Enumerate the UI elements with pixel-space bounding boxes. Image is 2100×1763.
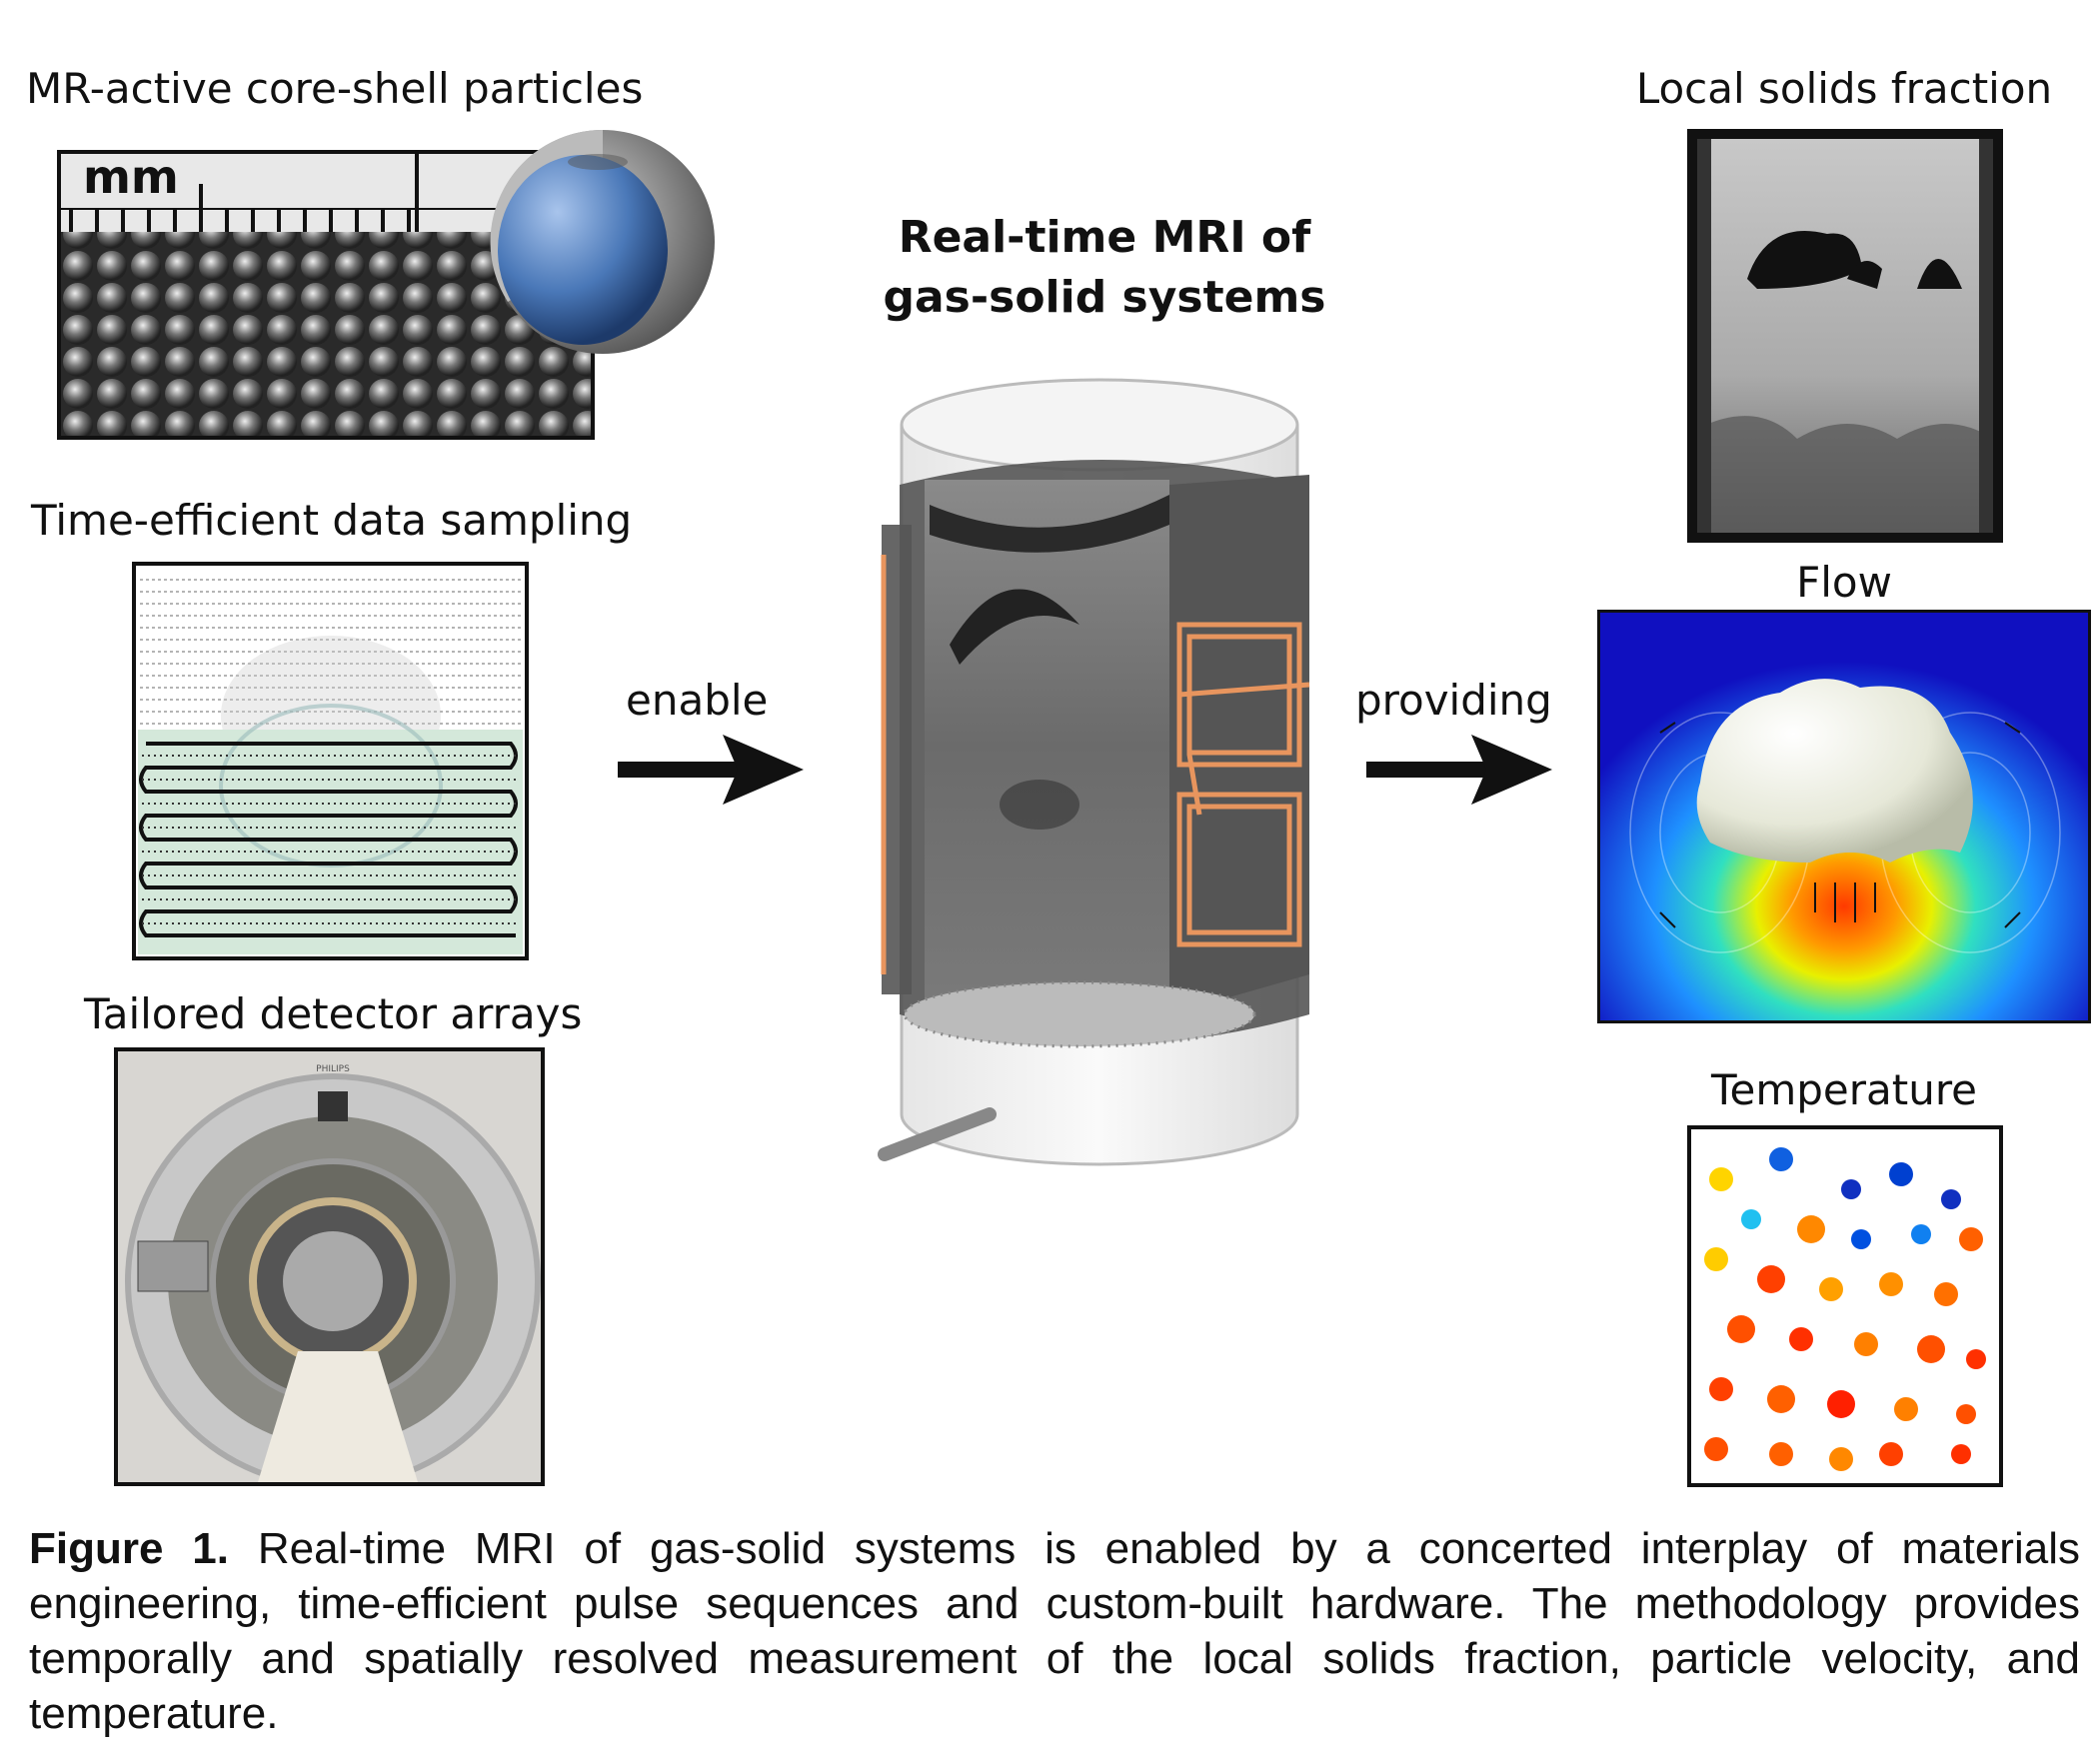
detector-label: Tailored detector arrays: [84, 989, 583, 1038]
fluidized-bed-cylinder: [870, 375, 1329, 1174]
solids-fraction-image: [1687, 129, 2003, 543]
enable-label: enable: [626, 676, 769, 725]
flow-field-image: [1597, 610, 2091, 1023]
providing-arrow-icon: [1366, 735, 1552, 805]
ruler-ticks: [61, 154, 591, 232]
center-title-line1: Real-time MRI of: [898, 212, 1311, 263]
enable-arrow-icon: [618, 735, 804, 805]
core-shell-sphere-icon: [478, 122, 718, 362]
sampling-trajectory-image: [132, 562, 529, 960]
temperature-label: Temperature: [1710, 1065, 1978, 1114]
particles-label: MR-active core-shell particles: [26, 64, 644, 113]
caption-text: Real-time MRI of gas-solid systems is en…: [29, 1524, 2080, 1738]
sampling-label: Time-efficient data sampling: [31, 496, 633, 545]
figure-caption: Figure 1. Real-time MRI of gas-solid sys…: [29, 1521, 2080, 1741]
flow-label: Flow: [1796, 558, 1892, 607]
scanner-brand: PHILIPS: [316, 1064, 350, 1074]
mri-scanner-photo: PHILIPS: [114, 1047, 545, 1486]
figure-label: Figure 1.: [29, 1524, 229, 1573]
center-title-line2: gas-solid systems: [883, 272, 1326, 323]
ruler-unit-label: mm: [83, 150, 179, 204]
temperature-map-image: [1687, 1125, 2003, 1487]
providing-label: providing: [1355, 676, 1552, 725]
solids-fraction-label: Local solids fraction: [1635, 64, 2053, 113]
